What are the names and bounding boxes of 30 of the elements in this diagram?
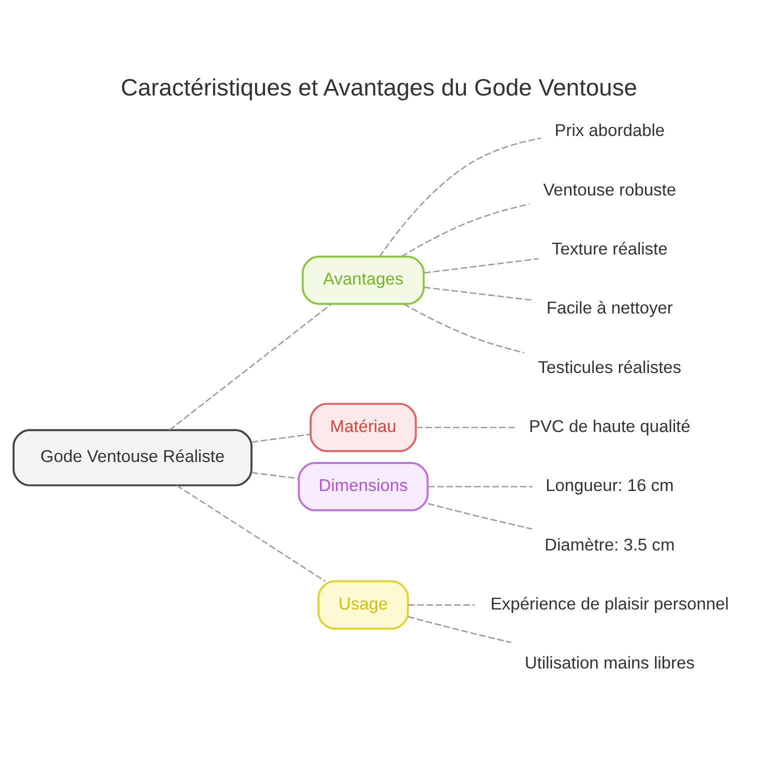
connector [169, 303, 332, 430]
connector [379, 136, 542, 256]
node-text: Facile à nettoyer [546, 298, 673, 318]
node-text: Expérience de plaisir personnel [490, 594, 729, 613]
node-text: Prix abordable [554, 120, 665, 140]
node-text: Longueur: 16 cm [546, 476, 674, 495]
node-text: PVC de haute qualité [528, 416, 690, 436]
node-text: Diamètre: 3.5 cm [544, 534, 675, 554]
node-box: Usage [318, 580, 409, 630]
connector [428, 485, 533, 487]
node-text: Ventouse robuste [543, 180, 676, 199]
connector [176, 484, 326, 582]
connector [408, 604, 475, 606]
connector [424, 286, 534, 300]
diagram-title: Caractéristiques et Avantages du Gode Ventouse [120, 74, 638, 101]
node-box: Dimensions [298, 461, 429, 511]
connector [401, 202, 530, 257]
node-box: Avantages [302, 255, 425, 304]
connector [403, 302, 524, 353]
node-box: Gode Ventouse Réaliste [12, 428, 252, 486]
connector [424, 258, 539, 273]
connector [416, 426, 515, 428]
connector [251, 433, 311, 442]
connector [428, 502, 532, 530]
node-box: Matériau [310, 402, 417, 452]
connector [408, 616, 512, 643]
connector [251, 471, 298, 479]
node-text: Testicules réalistes [538, 357, 682, 376]
node-text: Texture réaliste [552, 238, 668, 258]
node-text: Utilisation mains libres [524, 653, 695, 672]
